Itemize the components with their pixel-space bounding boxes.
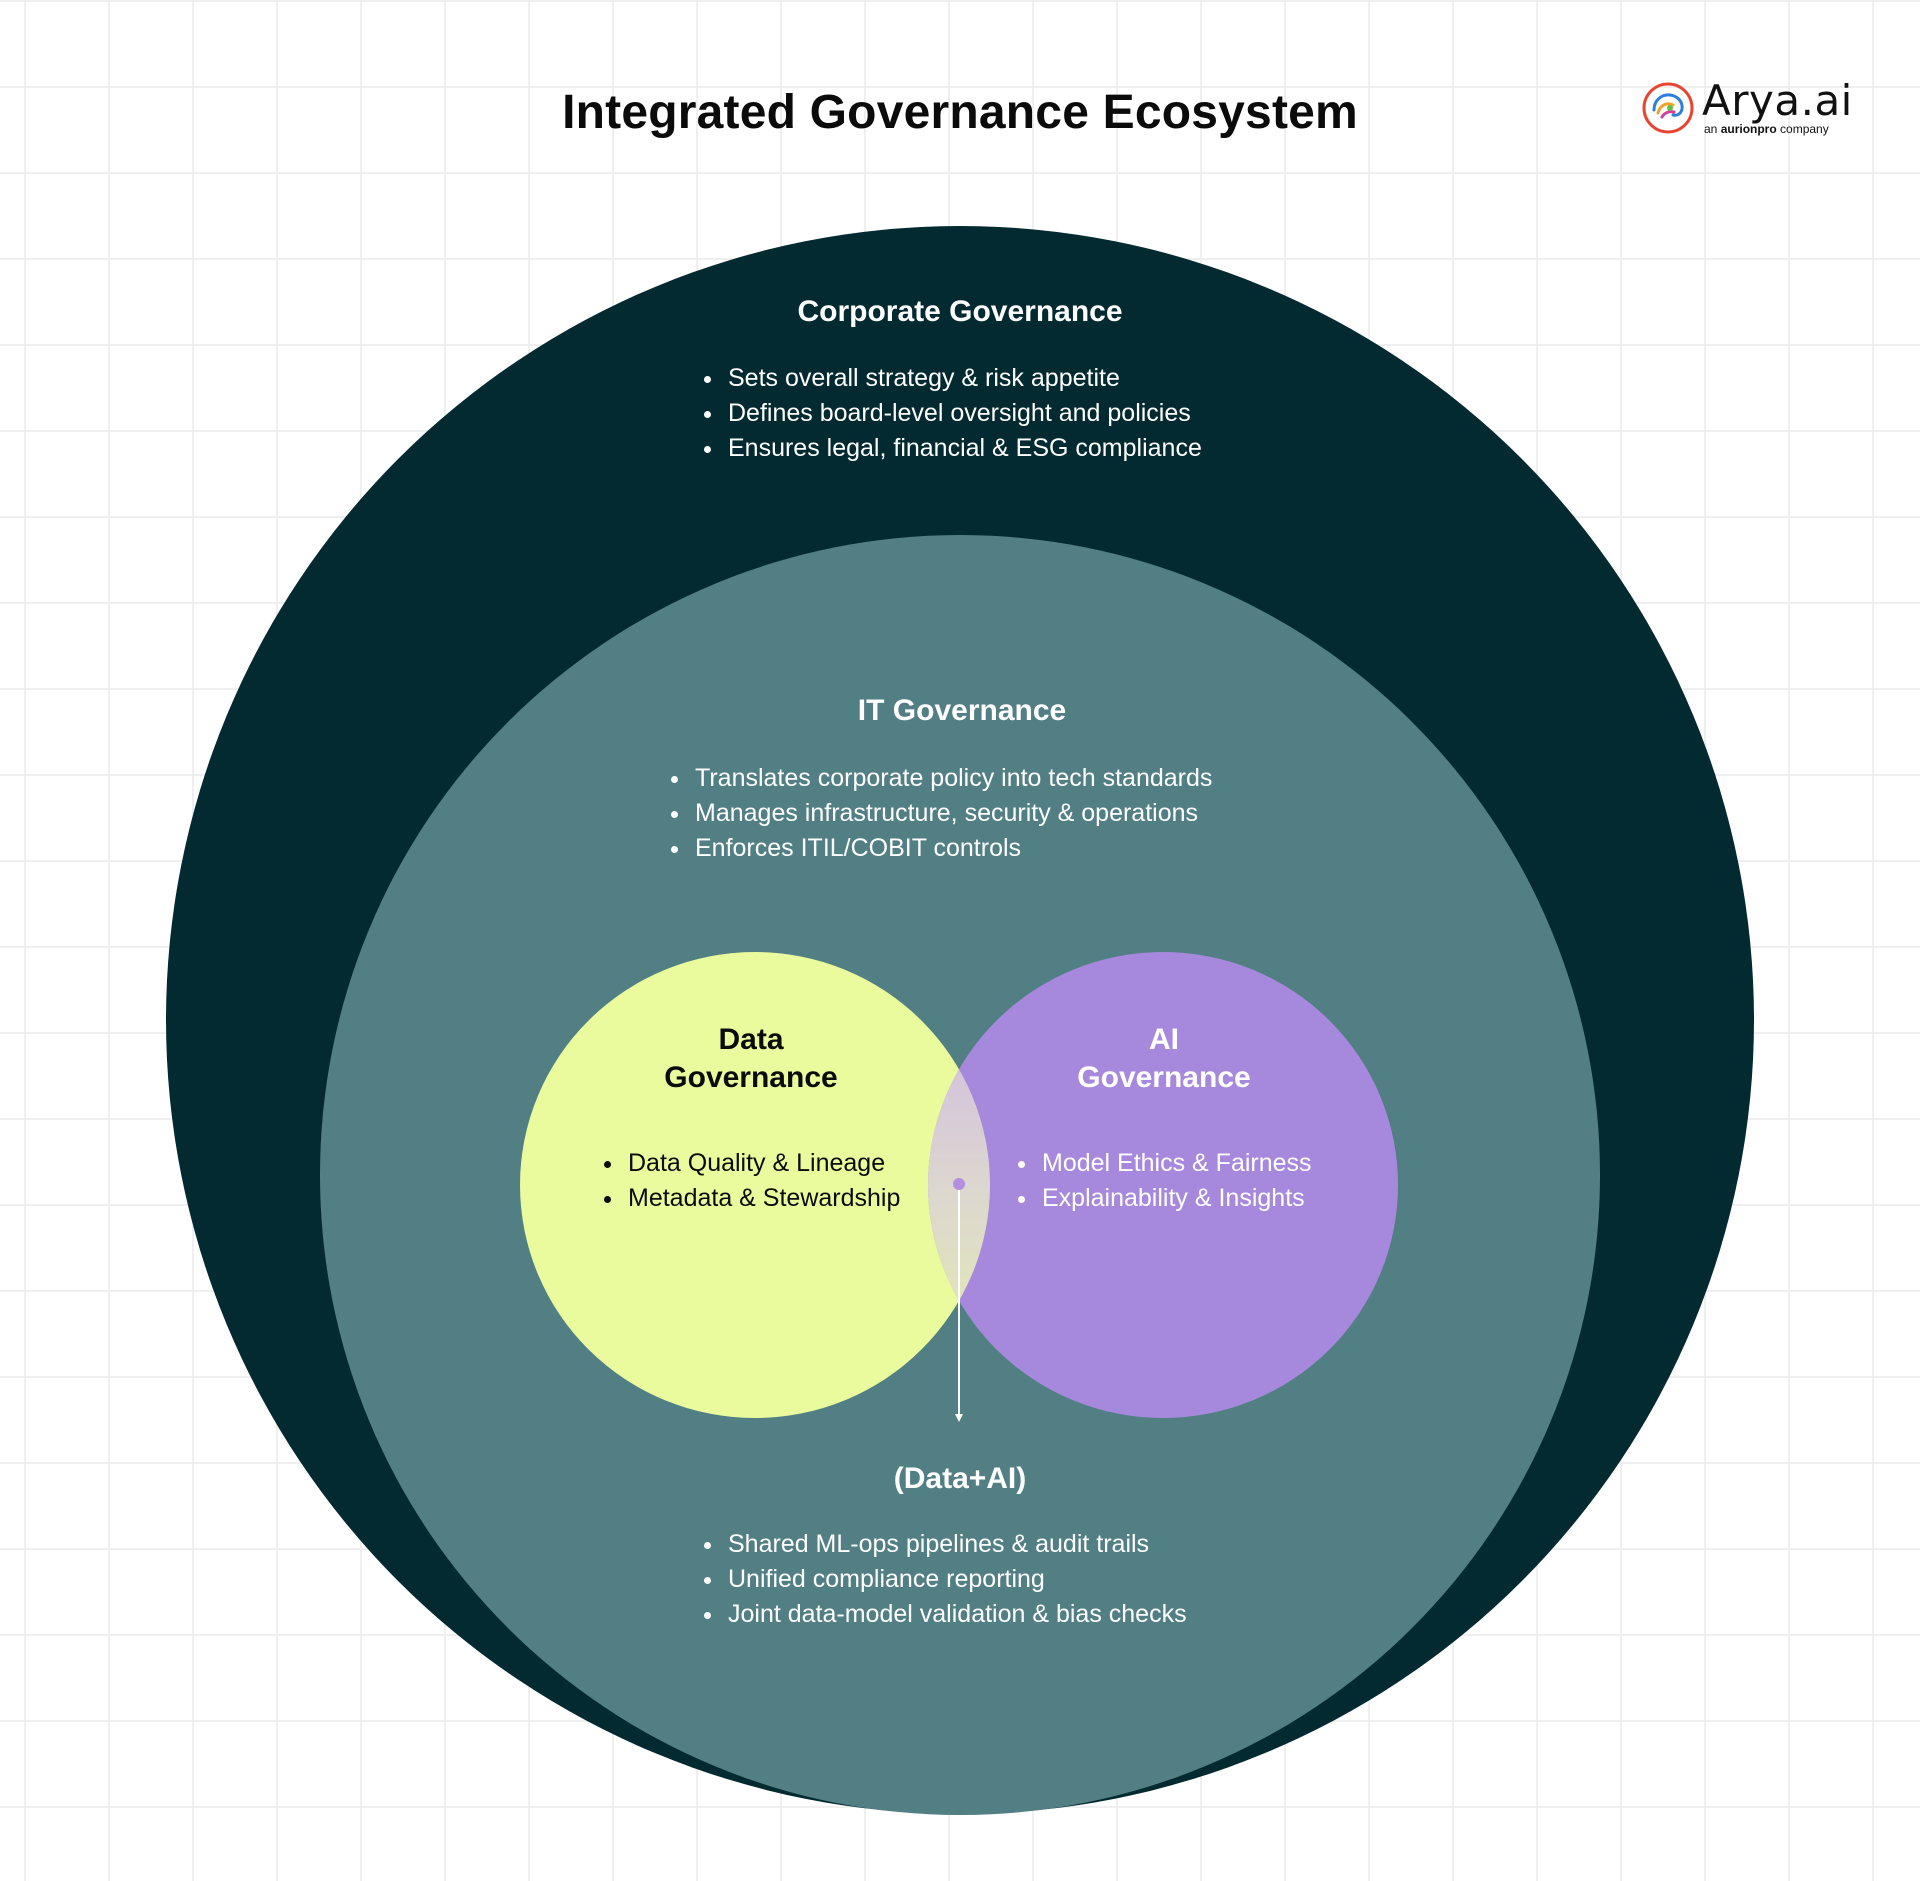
list-item: Data Quality & Lineage	[600, 1146, 900, 1181]
data-ai-combined-title: (Data+AI)	[893, 1462, 1027, 1495]
it-governance-bullets: Translates corporate policy into tech st…	[667, 761, 1212, 866]
data-ai-combined-bullets: Shared ML-ops pipelines & audit trails U…	[700, 1527, 1187, 1632]
data-governance-title: Data Governance	[601, 1021, 901, 1097]
page-title: Integrated Governance Ecosystem	[562, 86, 1358, 139]
data-governance-circle	[520, 952, 990, 1418]
list-item: Joint data-model validation & bias check…	[700, 1597, 1187, 1632]
logo-tagline: an aurionpro company	[1704, 122, 1829, 136]
data-governance-bullets: Data Quality & Lineage Metadata & Stewar…	[600, 1146, 900, 1216]
list-item: Ensures legal, financial & ESG complianc…	[700, 431, 1202, 466]
list-item: Unified compliance reporting	[700, 1562, 1187, 1597]
list-item: Sets overall strategy & risk appetite	[700, 361, 1202, 396]
corporate-governance-bullets: Sets overall strategy & risk appetite De…	[700, 361, 1202, 466]
ai-governance-bullets: Model Ethics & Fairness Explainability &…	[1014, 1146, 1312, 1216]
data-governance-title-line1: Data	[718, 1023, 784, 1056]
data-governance-title-line2: Governance	[664, 1061, 838, 1094]
ai-governance-circle	[928, 952, 1398, 1418]
list-item: Shared ML-ops pipelines & audit trails	[700, 1527, 1187, 1562]
list-item: Explainability & Insights	[1014, 1181, 1312, 1216]
it-governance-title: IT Governance	[857, 694, 1067, 727]
list-item: Metadata & Stewardship	[600, 1181, 900, 1216]
corporate-governance-title: Corporate Governance	[797, 295, 1123, 328]
list-item: Enforces ITIL/COBIT controls	[667, 831, 1212, 866]
brain-logo-icon	[1642, 82, 1694, 134]
list-item: Model Ethics & Fairness	[1014, 1146, 1312, 1181]
list-item: Translates corporate policy into tech st…	[667, 761, 1212, 796]
arya-logo: Arya.ai an aurionpro company	[1640, 76, 1852, 138]
logo-wordmark: Arya.ai	[1702, 76, 1853, 125]
ai-governance-title-line1: AI	[1149, 1023, 1179, 1056]
ai-governance-title: AI Governance	[1014, 1021, 1314, 1097]
list-item: Defines board-level oversight and polici…	[700, 396, 1202, 431]
list-item: Manages infrastructure, security & opera…	[667, 796, 1212, 831]
ai-governance-title-line2: Governance	[1077, 1061, 1251, 1094]
